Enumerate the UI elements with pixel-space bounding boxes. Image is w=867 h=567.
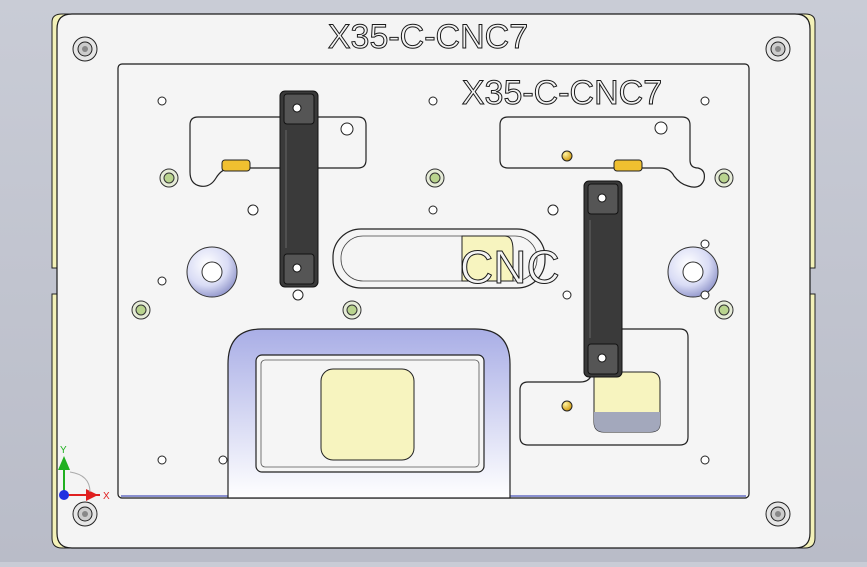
screw-icon [159,168,179,188]
handle-icon [279,90,319,288]
hole [340,122,354,136]
axis-x-label: X [103,491,110,502]
locator-pin-icon [561,400,573,412]
corner-screw-top-right [765,36,791,62]
screw-icon [342,300,362,320]
corner-screw-bottom-left [72,501,98,527]
screw-icon [131,300,151,320]
screw-icon [714,168,734,188]
top-plate-engraving: X35-C-CNC7 [462,74,662,112]
base-plate-engraving: X35-C-CNC7 [328,18,528,56]
screw-holes [157,96,710,465]
corner-screw-top-left [72,36,98,62]
center-window-inner [340,235,538,282]
coordinate-triad-icon [58,456,100,501]
bushing-icon [186,246,238,298]
slot-pad-left [221,159,251,172]
locator-pin-icon [561,150,573,162]
cutout-upper-left [189,116,367,187]
axis-y-label: Y [60,445,67,456]
corner-screw-bottom-right [765,501,791,527]
handle-icon [583,180,623,378]
bushing-icon [667,246,719,298]
cutout-upper-right [499,116,705,188]
screw-icon [425,168,445,188]
pocket-pad-center [320,368,415,461]
screw-icon [714,300,734,320]
hole [654,121,668,135]
window-engraving: CNC [460,241,560,293]
slot-pad-right [613,159,643,172]
